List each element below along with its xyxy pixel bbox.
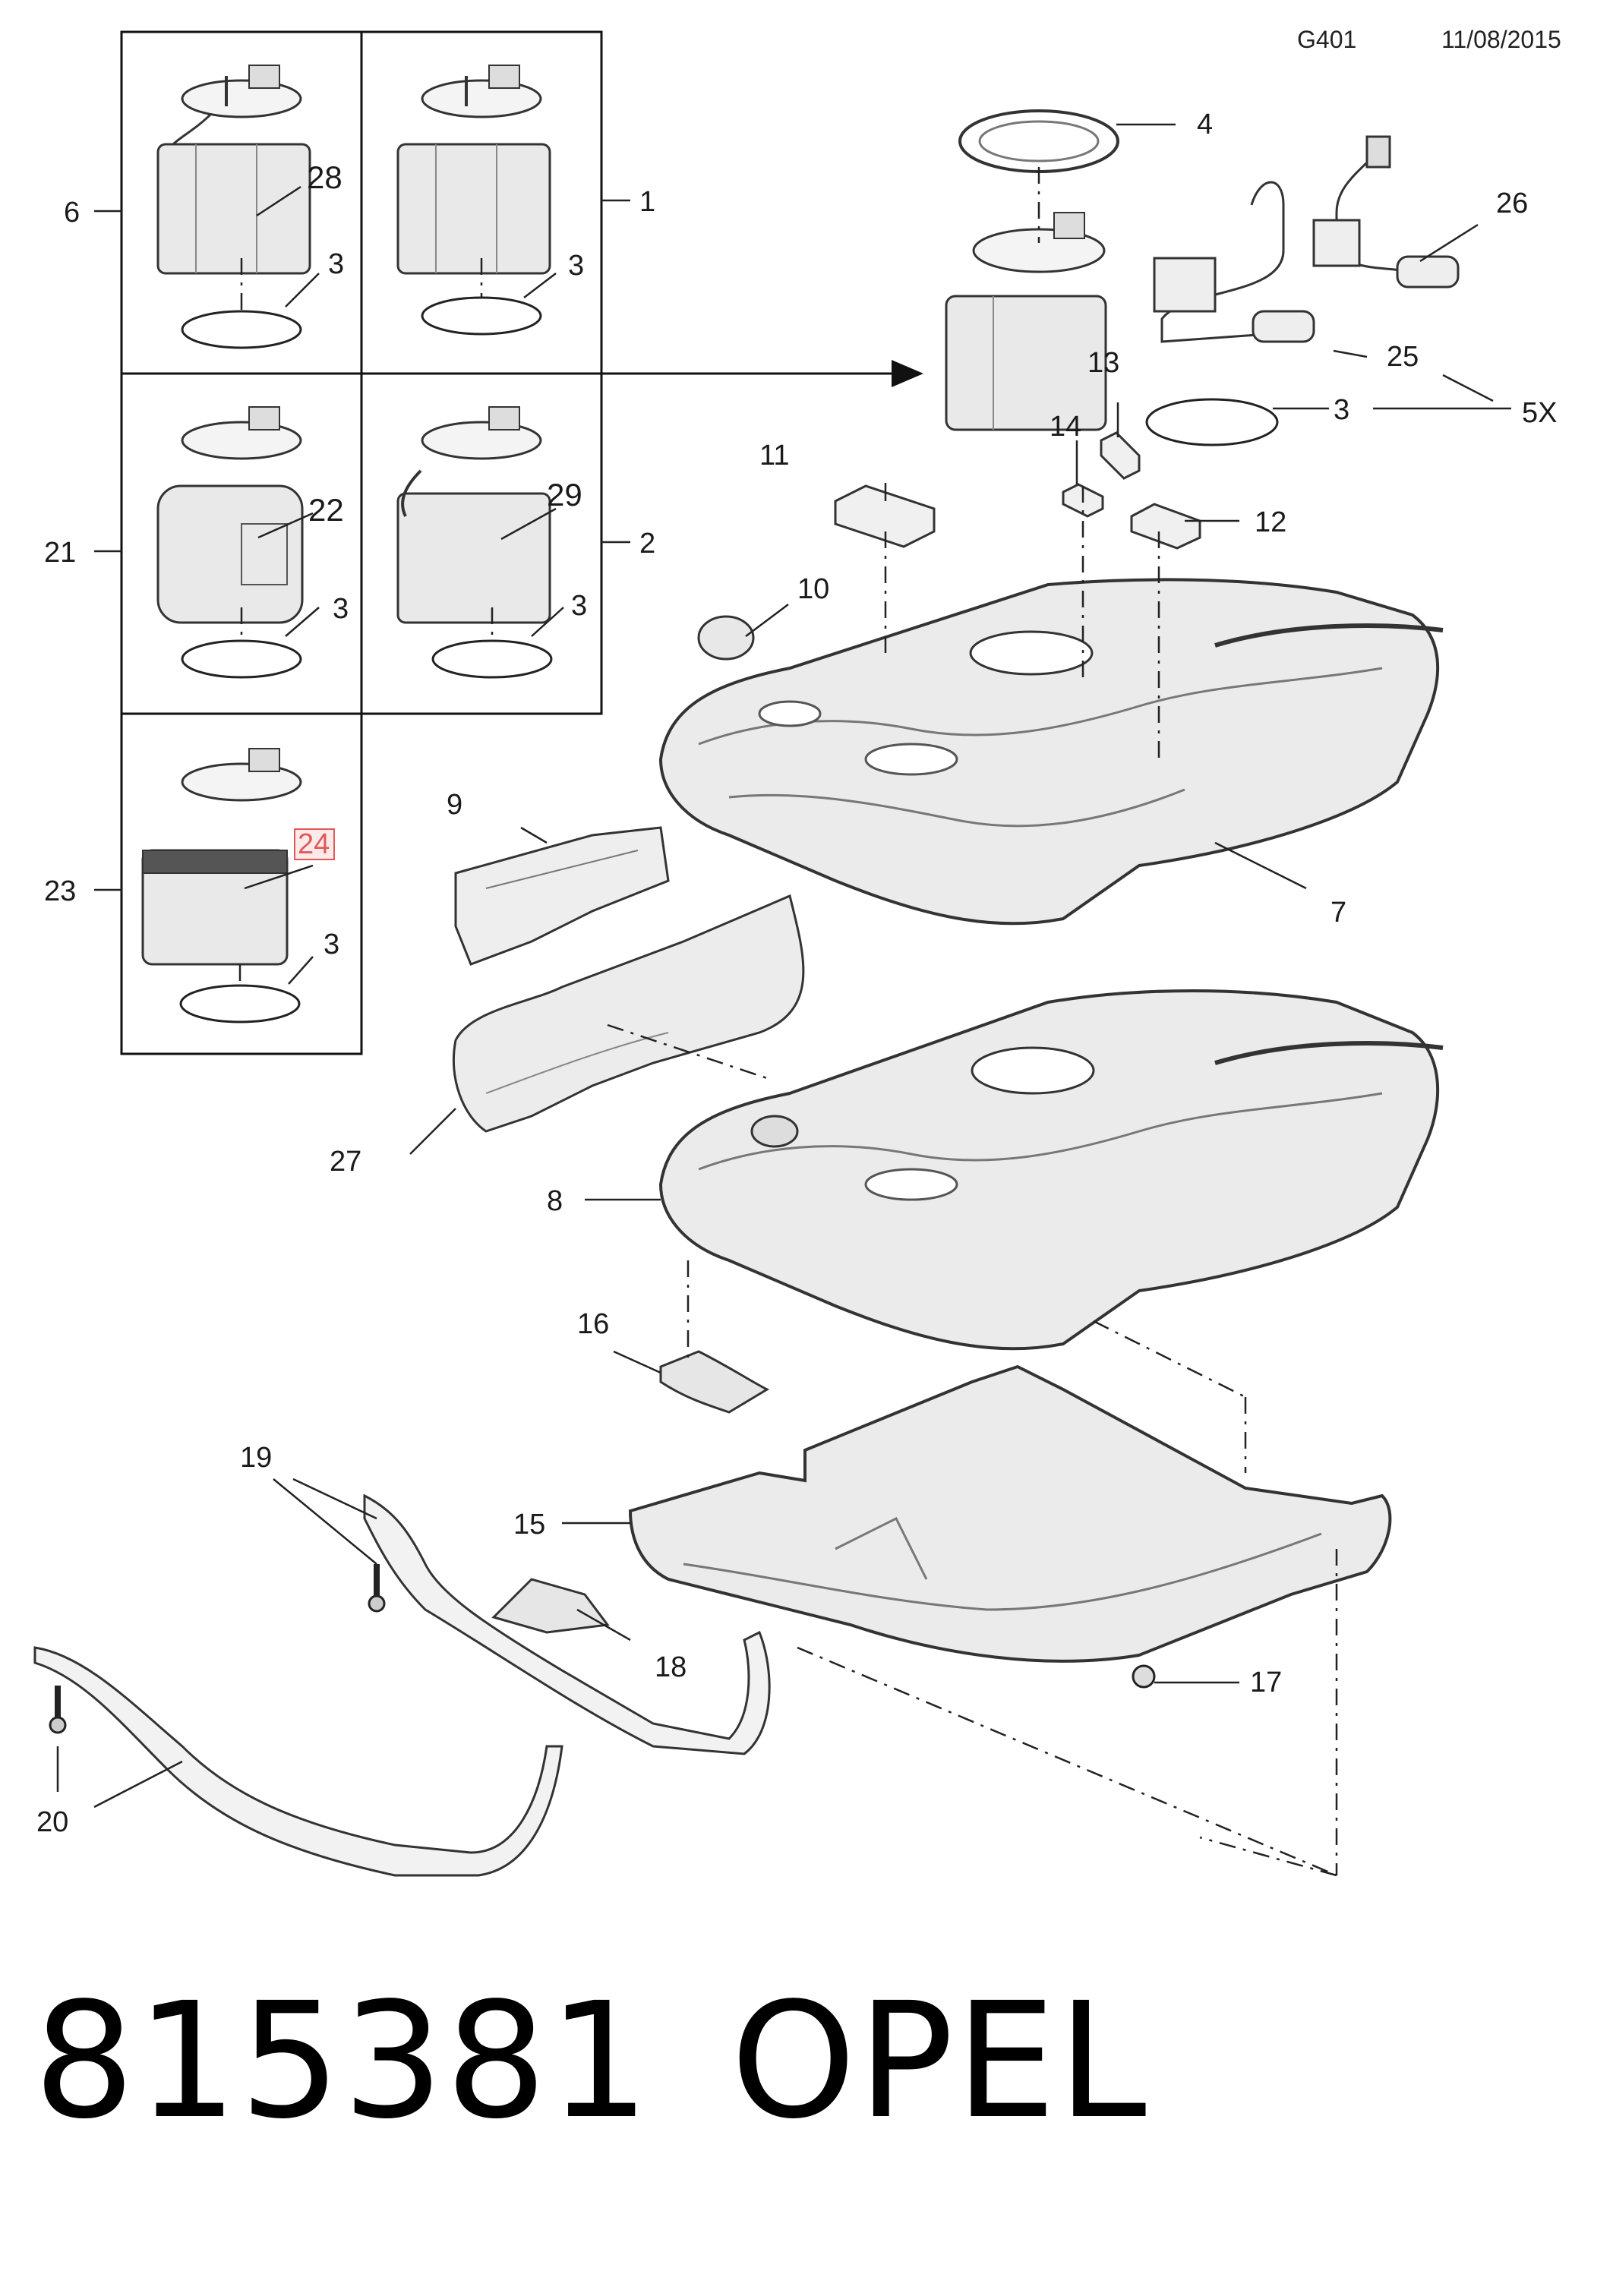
tank-strap-20 bbox=[33, 1646, 563, 1877]
callout-19: 19 bbox=[240, 1442, 272, 1474]
callout-14: 14 bbox=[1050, 411, 1081, 443]
callout-28: 28 bbox=[307, 159, 342, 195]
callout-4: 4 bbox=[1197, 109, 1213, 140]
callout-29: 29 bbox=[547, 477, 582, 512]
callout-1: 1 bbox=[639, 186, 655, 218]
fuel-pump-module-28 bbox=[156, 65, 311, 275]
callout-3-c: 3 bbox=[333, 593, 349, 625]
callout-9: 9 bbox=[447, 789, 462, 821]
brand-name: OPEL bbox=[731, 1968, 1148, 2154]
callout-8: 8 bbox=[547, 1185, 563, 1217]
callout-7: 7 bbox=[1330, 897, 1346, 929]
heat-shield-9 bbox=[454, 826, 670, 966]
callout-13: 13 bbox=[1087, 347, 1119, 379]
insulator-pad-11 bbox=[834, 484, 936, 548]
main-fuel-pump-module bbox=[945, 212, 1107, 431]
callout-3-b: 3 bbox=[568, 250, 584, 282]
bolt-19 bbox=[368, 1564, 386, 1613]
tank-strap-19 bbox=[363, 1493, 771, 1755]
callout-3-main: 3 bbox=[1334, 394, 1349, 426]
diagram-code: G401 bbox=[1297, 26, 1357, 53]
fuel-level-sender-25 bbox=[1153, 181, 1315, 343]
callout-27: 27 bbox=[330, 1146, 361, 1178]
clip-17 bbox=[1132, 1664, 1156, 1689]
callout-16: 16 bbox=[577, 1308, 609, 1340]
fuel-level-sender-26 bbox=[1312, 135, 1460, 289]
callout-10: 10 bbox=[797, 573, 829, 605]
callout-21: 21 bbox=[44, 537, 76, 569]
callout-23: 23 bbox=[44, 875, 76, 907]
part-number: 815381 bbox=[33, 1968, 652, 2154]
bolt-20 bbox=[49, 1686, 67, 1734]
fuel-pump-module-29 bbox=[396, 406, 551, 624]
fuel-tank-8 bbox=[658, 989, 1444, 1351]
underbody-shield-15 bbox=[628, 1364, 1392, 1663]
diagram-date: 11/08/2015 bbox=[1441, 26, 1561, 53]
callout-22: 22 bbox=[308, 492, 344, 528]
fuel-pump-module-24 bbox=[141, 748, 302, 966]
bracket-18 bbox=[491, 1578, 610, 1634]
lock-ring-4 bbox=[958, 109, 1119, 173]
callout-11: 11 bbox=[759, 440, 789, 472]
callout-6: 6 bbox=[64, 197, 80, 229]
insulator-pad-12 bbox=[1130, 503, 1201, 550]
callout-24: 24 bbox=[298, 828, 330, 860]
callout-3-a: 3 bbox=[328, 248, 344, 280]
fuel-pump-module-22 bbox=[156, 406, 304, 624]
callout-15: 15 bbox=[513, 1509, 545, 1541]
callout-26: 26 bbox=[1496, 188, 1528, 219]
insulator-pad-13 bbox=[1100, 431, 1141, 480]
callout-2: 2 bbox=[639, 528, 655, 560]
assembly-guide-lines bbox=[238, 167, 1338, 1877]
fuel-pump-module-1 bbox=[396, 65, 551, 275]
callout-17: 17 bbox=[1250, 1667, 1282, 1698]
callout-5x: 5X bbox=[1522, 397, 1557, 429]
callout-25: 25 bbox=[1387, 341, 1419, 373]
leader-lines bbox=[56, 123, 1511, 1809]
fuel-tank-7 bbox=[658, 578, 1444, 926]
callout-labels: 6 28 3 1 3 21 22 29 2 3 3 23 24 3 4 26 2… bbox=[36, 109, 1557, 1838]
callout-3-d: 3 bbox=[571, 590, 587, 622]
callout-18: 18 bbox=[655, 1651, 687, 1683]
callout-3-e: 3 bbox=[324, 929, 339, 960]
highlight-box-24 bbox=[294, 828, 335, 860]
seal-ring-3-main bbox=[1145, 398, 1279, 446]
plug-cap-10 bbox=[697, 615, 755, 661]
callout-20: 20 bbox=[36, 1806, 68, 1838]
mounting-bracket-16 bbox=[659, 1350, 770, 1414]
callout-12: 12 bbox=[1255, 506, 1286, 538]
